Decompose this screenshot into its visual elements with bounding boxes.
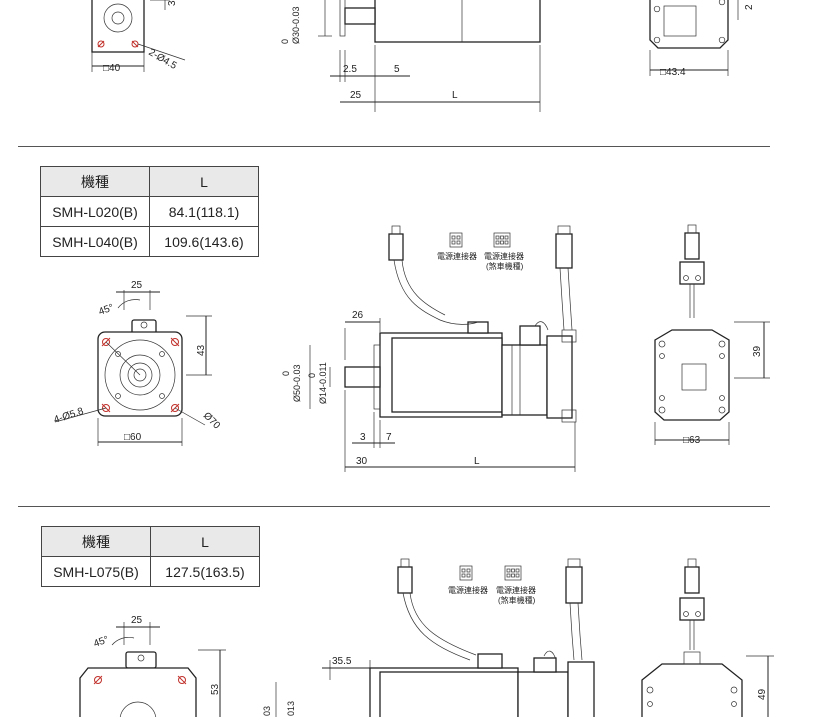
table-cell-model: SMH-L075(B)	[41, 556, 151, 587]
table-header-length: L	[150, 526, 260, 557]
section1-shaft-dia-top: 0	[280, 39, 290, 44]
section2-d-3: 3	[360, 432, 366, 443]
table-header-row: 機種 L	[41, 526, 260, 557]
section2-front-angle: 45°	[97, 302, 115, 318]
table-header-row: 機種 L	[40, 166, 259, 197]
section2-spigot-dia-top: 0	[281, 371, 291, 376]
section2-rear-view	[654, 224, 770, 445]
section3-connector2-label: 電源連接器	[496, 585, 536, 595]
section1-d-length: L	[452, 90, 458, 101]
table-row: SMH-L040(B) 109.6(143.6)	[40, 226, 259, 257]
section2-spec-table: 機種 L SMH-L020(B) 84.1(118.1) SMH-L040(B)…	[40, 166, 259, 257]
section1-front-dim: 3	[167, 0, 178, 6]
section2-rear-square: □63	[683, 435, 701, 446]
section1-rear-dim: 2	[744, 4, 755, 10]
table-cell-length: 109.6(143.6)	[149, 226, 259, 257]
section-divider-2	[18, 506, 770, 507]
section2-connector2-note: (煞車機種)	[486, 261, 524, 271]
section3-front-d-top: 25	[131, 615, 143, 626]
table-header-length: L	[149, 166, 259, 197]
section3-spec-table: 機種 L SMH-L075(B) 127.5(163.5)	[41, 526, 260, 587]
table-header-model: 機種	[40, 166, 150, 197]
section1-d-shaft: 25	[350, 90, 362, 101]
section1-rear-square: □43.4	[660, 67, 686, 78]
section2-d-length: L	[474, 456, 480, 467]
section1-d-step: 5	[394, 64, 400, 75]
section2-d-shaft: 30	[356, 456, 368, 467]
table-cell-model: SMH-L020(B)	[40, 196, 150, 227]
section3-front-angle: 45°	[92, 634, 110, 650]
section3-rear-view	[641, 558, 774, 717]
section2-front-d-top: 25	[131, 280, 143, 291]
section1-front-view	[91, 0, 186, 72]
section2-spigot-dia: Ø50-0.03	[292, 364, 302, 402]
section2-d-flange: 26	[352, 310, 364, 321]
section1-shaft-dia: 0Ø30-0.03	[280, 6, 301, 44]
table-row: SMH-L075(B) 127.5(163.5)	[41, 556, 260, 587]
section-divider-1	[18, 146, 770, 147]
section2-d-7: 7	[386, 432, 392, 443]
table-cell-length: 84.1(118.1)	[149, 196, 259, 227]
section3-connector2-note: (煞車機種)	[498, 595, 536, 605]
section2-front-d-height: 43	[196, 344, 207, 356]
section3-side-view	[275, 558, 595, 717]
section1-side-view	[318, 0, 541, 112]
section3-dia-partial2: 013	[286, 701, 296, 716]
connector-icon	[449, 232, 511, 248]
section2-shaft-dia: Ø14-0.011	[318, 362, 328, 404]
section2-front-view	[54, 290, 212, 446]
section3-dia-partial1: 03	[262, 706, 272, 716]
section2-shaft-dia-top: 0	[307, 373, 317, 378]
section3-connector1-label: 電源連接器	[448, 585, 488, 595]
section1-rear-view	[649, 0, 739, 76]
table-row: SMH-L020(B) 84.1(118.1)	[40, 196, 259, 227]
section2-rear-d-height: 39	[752, 345, 763, 357]
section2-front-square: □60	[124, 432, 142, 443]
section1-front-square: □40	[103, 63, 121, 74]
section3-rear-d-height: 49	[757, 688, 768, 700]
section2-connector1-label: 電源連接器	[437, 251, 477, 261]
table-header-model: 機種	[41, 526, 151, 557]
section1-shaft-dia-text: Ø30-0.03	[291, 6, 301, 44]
section2-connector2-label: 電源連接器	[484, 251, 524, 261]
table-cell-length: 127.5(163.5)	[150, 556, 260, 587]
section3-front-d-height: 53	[210, 683, 221, 695]
section3-d-flange: 35.5	[332, 656, 352, 667]
section2-side-view	[309, 225, 577, 472]
section3-front-view	[79, 622, 226, 717]
section1-d-shoulder: 2.5	[343, 64, 357, 75]
connector-icon	[459, 565, 522, 581]
